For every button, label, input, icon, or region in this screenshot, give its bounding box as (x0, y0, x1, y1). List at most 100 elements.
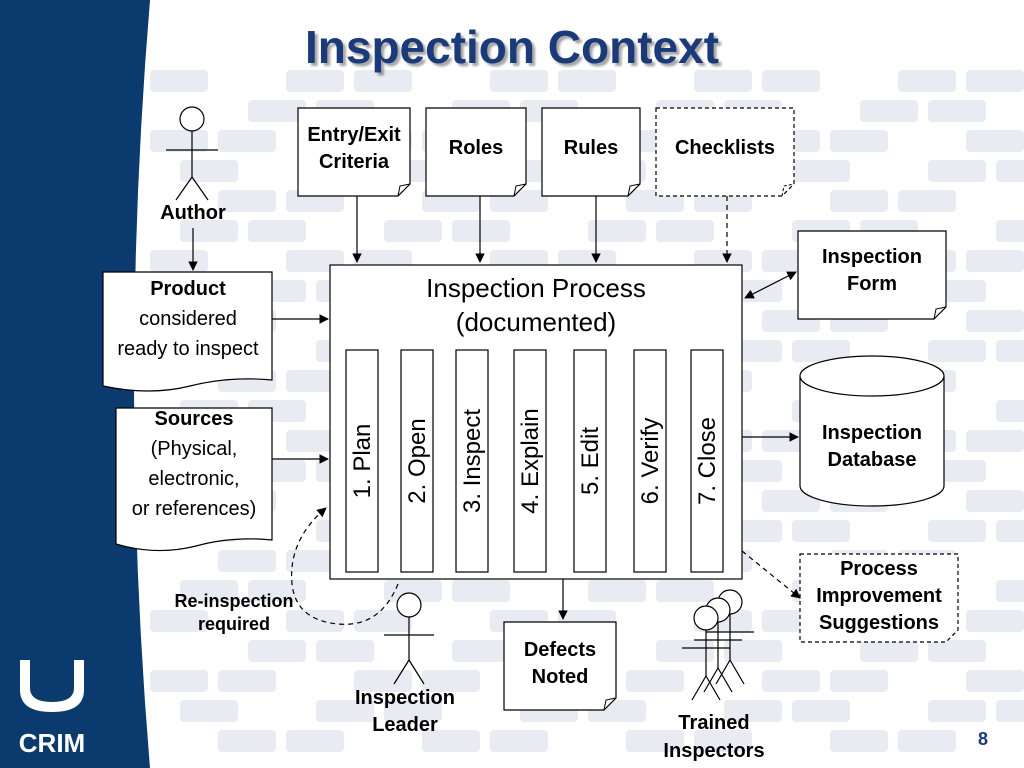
background-block (830, 730, 888, 752)
process-improvement-line3: Suggestions (819, 612, 939, 634)
process-step-label: 6. Verify (637, 418, 664, 505)
background-block (966, 70, 1024, 92)
background-block (792, 520, 850, 542)
background-block (354, 670, 412, 692)
background-block (248, 100, 306, 122)
crim-logo-mark (20, 660, 84, 712)
doc-checklists-label: Checklists (675, 137, 775, 159)
background-block (452, 220, 510, 242)
background-block (656, 220, 714, 242)
background-block (928, 100, 986, 122)
background-block (966, 250, 1024, 272)
background-block (452, 580, 510, 602)
sidebar: CRIM (0, 0, 150, 768)
reinspection-line1: Re-inspection (174, 591, 293, 611)
inspection-form-line2: Form (847, 273, 897, 295)
doc-entry-exit-line2: Criteria (319, 151, 390, 173)
background-block (656, 640, 714, 662)
process-improvement-document: Process Improvement Suggestions (799, 553, 959, 643)
background-block (384, 700, 442, 722)
background-block (354, 70, 412, 92)
trained-inspectors-line2: Inspectors (663, 740, 764, 762)
background-block (180, 580, 238, 602)
background-block (966, 610, 1024, 632)
background-block (996, 220, 1024, 242)
background-block (898, 730, 956, 752)
background-block (792, 700, 850, 722)
background-block (996, 520, 1024, 542)
inspection-database-cylinder: Inspection Database (799, 355, 945, 507)
background-block (928, 340, 986, 362)
inspection-leader-figure (384, 592, 434, 685)
background-block (248, 220, 306, 242)
background-block (588, 220, 646, 242)
background-block (626, 670, 684, 692)
process-improvement-line1: Process (840, 558, 918, 580)
process-step-box (400, 349, 434, 573)
process-step-label: 2. Open (404, 418, 431, 503)
background-block (354, 610, 412, 632)
background-block (928, 520, 986, 542)
background-block (218, 670, 276, 692)
inspection-database-line1: Inspection (822, 422, 922, 444)
background-block (996, 340, 1024, 362)
inspection-form-line1: Inspection (822, 246, 922, 268)
background-block (966, 310, 1024, 332)
background-block (966, 130, 1024, 152)
defects-line2: Noted (532, 666, 589, 688)
document-rules: Rules (541, 107, 641, 197)
background-block (694, 730, 752, 752)
background-block (928, 160, 986, 182)
background-block (588, 580, 646, 602)
crim-logo: CRIM (19, 660, 85, 758)
trained-inspectors-line1: Trained (678, 712, 749, 734)
background-block (762, 670, 820, 692)
process-improvement-line2: Improvement (816, 585, 942, 607)
sources-line4: or references) (132, 498, 257, 520)
sources-line3: electronic, (148, 468, 239, 490)
background-block (830, 130, 888, 152)
defects-line1: Defects (524, 639, 596, 661)
background-block (150, 610, 208, 632)
background-block (626, 730, 684, 752)
background-block (830, 190, 888, 212)
background-block (996, 400, 1024, 422)
product-line2: considered (139, 308, 237, 330)
author-figure (166, 106, 218, 201)
background-block (694, 70, 752, 92)
process-step-label: 7. Close (694, 417, 721, 505)
background-block (928, 640, 986, 662)
document-roles: Roles (425, 107, 527, 197)
arrow-process-to-improvement (741, 550, 801, 599)
process-step-label: 4. Explain (517, 408, 544, 513)
background-block (898, 190, 956, 212)
background-block (898, 70, 956, 92)
background-block (422, 670, 480, 692)
background-block (316, 640, 374, 662)
background-block (384, 580, 442, 602)
background-block (996, 580, 1024, 602)
process-step-label: 1. Plan (349, 424, 376, 499)
background-block (286, 610, 344, 632)
background-block (966, 670, 1024, 692)
process-step-label: 5. Edit (577, 427, 604, 495)
background-block (218, 190, 276, 212)
inspection-leader-line1: Inspection (355, 687, 455, 709)
process-step-box (455, 349, 489, 573)
sources-line2: (Physical, (151, 438, 238, 460)
product-document: Product considered ready to inspect (102, 271, 273, 392)
background-block (860, 640, 918, 662)
process-step-box (633, 349, 667, 573)
background-block (830, 670, 888, 692)
page-number: 8 (977, 729, 988, 749)
inspection-form-document: Inspection Form (797, 230, 947, 320)
background-block (180, 220, 238, 242)
background-block (218, 550, 276, 572)
doc-rules-label: Rules (564, 137, 618, 159)
background-block (928, 700, 986, 722)
reinspection-loop-arrow (291, 507, 399, 625)
background-block (656, 580, 714, 602)
background-block (422, 730, 480, 752)
